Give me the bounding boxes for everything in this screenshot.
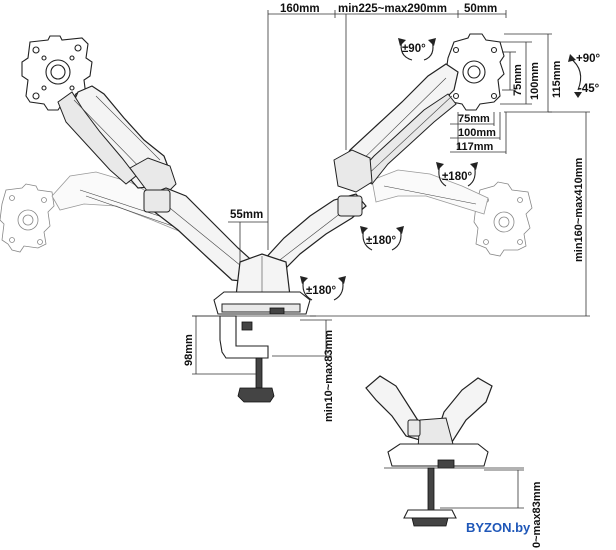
vesa-plate-top-left — [21, 35, 93, 111]
dim-grommet-range-label: 0~max83mm — [531, 481, 543, 548]
rotation-arm-base-icon — [300, 276, 346, 301]
swivel-rotation-icon — [398, 38, 436, 61]
rotation-arm-center-icon — [360, 226, 404, 251]
vesa-plate-right-ghost — [473, 181, 533, 257]
dim-base-height-label: 98mm — [183, 334, 195, 366]
right-arm — [261, 63, 459, 279]
desk-clamp — [192, 315, 316, 403]
dim-plate-width: 117mm — [456, 141, 494, 153]
pole-height-dimension — [310, 111, 590, 317]
arm-gap-dimension — [228, 221, 268, 262]
dim-top-extension-label: min225~max290mm — [338, 3, 447, 15]
rot-swivel-label: ±90° — [402, 43, 426, 55]
rot-arm-center-label: ±180° — [366, 235, 396, 247]
dim-vesa-large-w: 100mm — [458, 127, 496, 139]
rotation-arm-right-icon — [436, 162, 478, 187]
vesa-plate-left-ghost — [0, 183, 55, 253]
grommet-range-dimension — [440, 469, 524, 509]
dim-top-left-label: 160mm — [280, 3, 320, 15]
rot-tilt-up-label: +90° — [576, 53, 601, 65]
clamp-range-dimension — [272, 319, 332, 357]
dim-pole-height-label: min160~max410mm — [573, 158, 585, 262]
dim-arm-gap-label: 55mm — [230, 209, 263, 221]
dim-plate-height: 115mm — [551, 60, 563, 98]
plate-dimensions-right — [450, 33, 552, 154]
dim-vesa-large-h: 100mm — [529, 62, 541, 100]
base-height-dimension — [192, 315, 256, 375]
dim-top-right-label: 50mm — [464, 3, 497, 15]
top-dimension-lines — [267, 10, 507, 250]
dim-vesa-small-h: 75mm — [512, 64, 524, 96]
grommet-inset — [365, 375, 524, 527]
rot-arm-right-label: ±180° — [442, 171, 472, 183]
dim-clamp-range-label: min10~max83mm — [323, 330, 335, 422]
right-arm-ghost — [371, 169, 489, 215]
center-column — [213, 253, 311, 315]
watermark-text: BYZON.by — [466, 520, 531, 535]
rot-tilt-down-label: -45° — [578, 83, 600, 95]
tilt-rotation-icon — [568, 54, 582, 98]
dim-vesa-small-w: 75mm — [458, 113, 490, 125]
left-arm — [57, 85, 259, 283]
rot-arm-base-label: ±180° — [306, 285, 336, 297]
vesa-plate-top-right — [445, 33, 505, 111]
